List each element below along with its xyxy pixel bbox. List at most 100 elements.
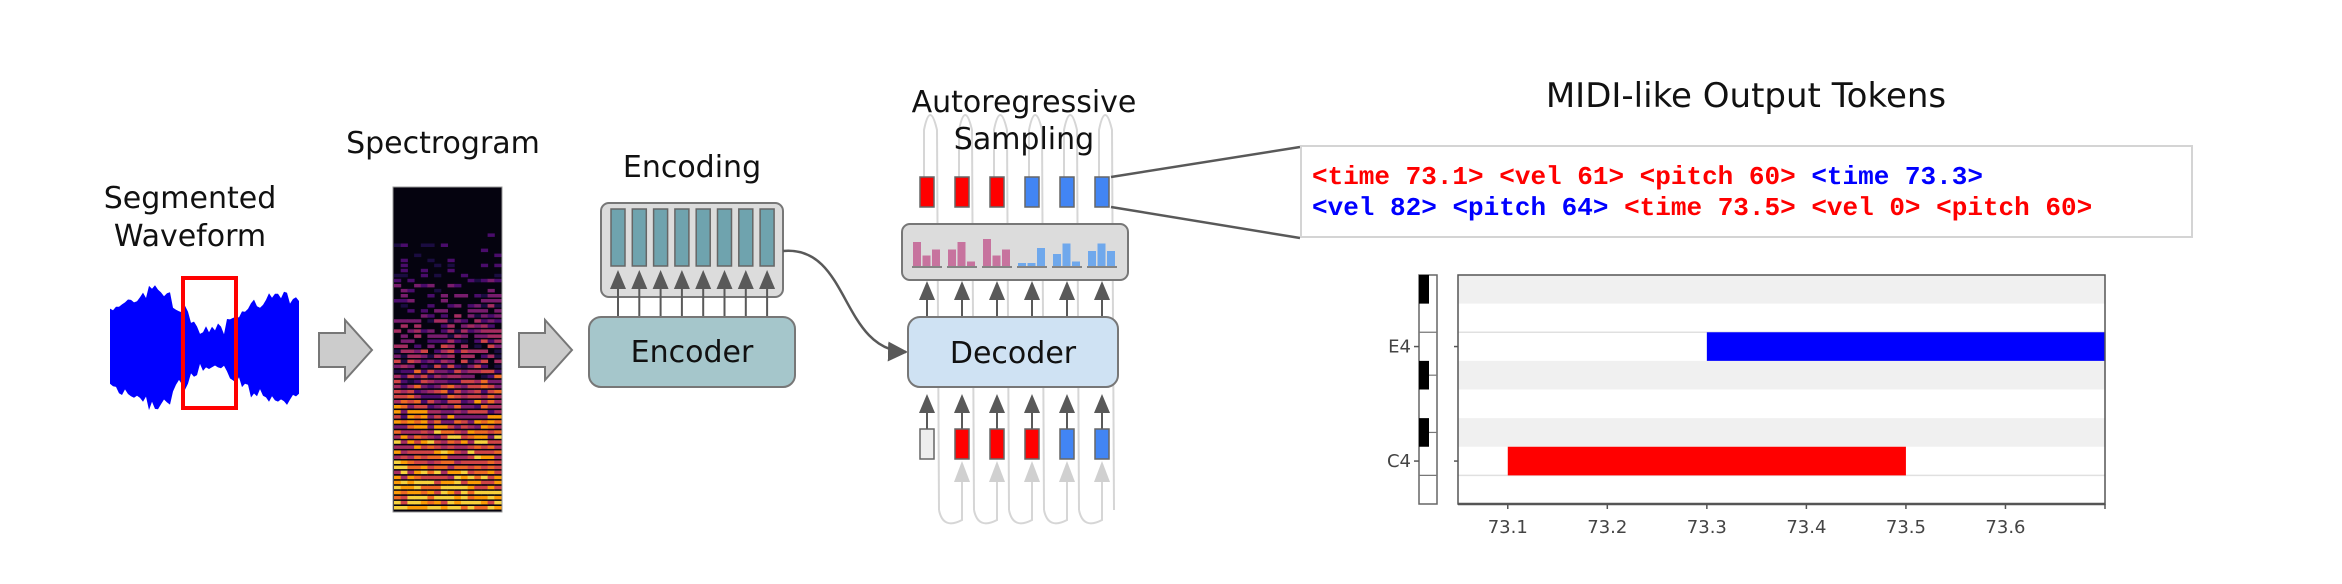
spectrogram-cell [494, 450, 502, 454]
spectrogram-cell [487, 430, 495, 434]
spectrogram-cell [494, 354, 502, 358]
spectrogram-cell [454, 460, 462, 464]
spectrogram-cell [407, 420, 415, 424]
spectrogram-cell [454, 349, 462, 353]
spectrogram-cell [407, 500, 415, 505]
spectrogram-cell [427, 339, 435, 343]
arrow-up-icon [919, 281, 935, 300]
arrow-up-icon [1024, 281, 1040, 300]
spectrogram-cell [440, 420, 448, 424]
callout-line-bottom [1110, 205, 1301, 240]
spectrogram-cell [427, 415, 435, 419]
spectrogram-cell [414, 394, 422, 399]
spectrogram-cell [420, 490, 428, 495]
spectrogram-cell [427, 470, 435, 475]
spectrogram-cell [440, 354, 448, 358]
spectrogram-cell [467, 278, 475, 283]
spectrogram-cell [480, 394, 489, 399]
spectrogram-cell [494, 500, 502, 505]
spectrogram-cell [414, 506, 422, 510]
spectrogram-cell [460, 425, 469, 429]
spectrogram-cell [494, 425, 502, 429]
spectrogram-cell [467, 354, 475, 358]
spectrogram-cell [427, 294, 435, 298]
spectrogram-cell [454, 374, 462, 379]
spectrogram-cell [494, 400, 502, 404]
spectrogram-cell [494, 389, 502, 394]
spectrogram-cell [447, 359, 455, 364]
spectrogram-cell [494, 445, 502, 449]
spectrogram-cell [434, 455, 442, 459]
spectrogram-cell [480, 435, 489, 439]
spectrogram-cell [400, 394, 408, 399]
spectrogram-cell [474, 465, 482, 470]
spectrogram-cell [467, 394, 475, 399]
spectrogram-cell [394, 475, 402, 480]
spectrogram-cell [427, 506, 435, 510]
spectrogram-cell [460, 430, 469, 434]
spectrogram-cell [407, 354, 415, 358]
spectrogram-cell [427, 364, 435, 369]
spectrogram-cell [434, 384, 442, 389]
spectrogram-cell [434, 485, 442, 490]
spectrogram-cell [400, 389, 408, 394]
spectrogram-cell [427, 475, 435, 480]
encoding-vector [716, 208, 733, 267]
spectrogram-cell [440, 470, 448, 475]
spectrogram-cell [454, 495, 462, 500]
distribution-bar [1002, 249, 1010, 266]
spectrogram-cell [494, 309, 502, 313]
spectrogram-cell [480, 475, 489, 480]
spectrogram-cell [394, 415, 402, 419]
spectrogram-cell [440, 374, 448, 379]
spectrogram-cell [480, 248, 489, 253]
spectrogram-cell [447, 420, 455, 424]
spectrogram-cell [467, 465, 475, 470]
spectrogram-cell [440, 495, 448, 500]
loop-line [938, 466, 963, 525]
spectrogram-cell [447, 344, 455, 348]
loop-line [1008, 466, 1033, 525]
spectrogram-cell [487, 384, 495, 389]
spectrogram-cell [494, 410, 502, 414]
spectrogram-cell [460, 475, 469, 480]
spectrogram-cell [394, 410, 402, 414]
loop-arrow-icon [989, 461, 1005, 482]
spectrogram-cell [454, 384, 462, 389]
spectrogram-cell [394, 319, 402, 323]
spectrogram-cell [434, 480, 442, 485]
spectrogram-cell [467, 400, 475, 404]
spectrogram-cell [434, 364, 442, 369]
spectrogram-cell [394, 278, 402, 283]
spectrogram-cell [480, 369, 489, 374]
spectrogram-cell [434, 445, 442, 449]
spectrogram-cell [474, 400, 482, 404]
spectrogram-cell [467, 304, 475, 308]
spectrogram-cell [427, 480, 435, 485]
spectrogram-cell [400, 339, 408, 343]
spectrogram-cell [400, 465, 408, 470]
spectrogram-cell [480, 495, 489, 500]
spectrogram-cell [474, 319, 482, 323]
spectrogram-cell [494, 470, 502, 475]
spectrogram-cell [400, 445, 408, 449]
spectrogram-cell [414, 445, 422, 449]
spectrogram-cell [474, 294, 482, 298]
spectrogram-cell [420, 283, 428, 288]
spectrogram-cell [447, 415, 455, 419]
spectrogram-cell [440, 400, 448, 404]
spectrogram-cell [494, 480, 502, 485]
spectrogram-cell [454, 445, 462, 449]
spectrogram-cells [394, 233, 502, 510]
spectrogram-cell [427, 384, 435, 389]
spectrogram-cell [440, 334, 448, 338]
spectrogram-cell [440, 294, 448, 298]
spectrogram-cell [400, 410, 408, 414]
spectrogram-cell [447, 506, 455, 510]
spectrogram-cell [494, 304, 502, 308]
spectrogram-cell [427, 304, 435, 308]
spectrogram-cell [494, 329, 502, 333]
spectrogram-cell [427, 329, 435, 333]
spectrogram-cell [427, 490, 435, 495]
